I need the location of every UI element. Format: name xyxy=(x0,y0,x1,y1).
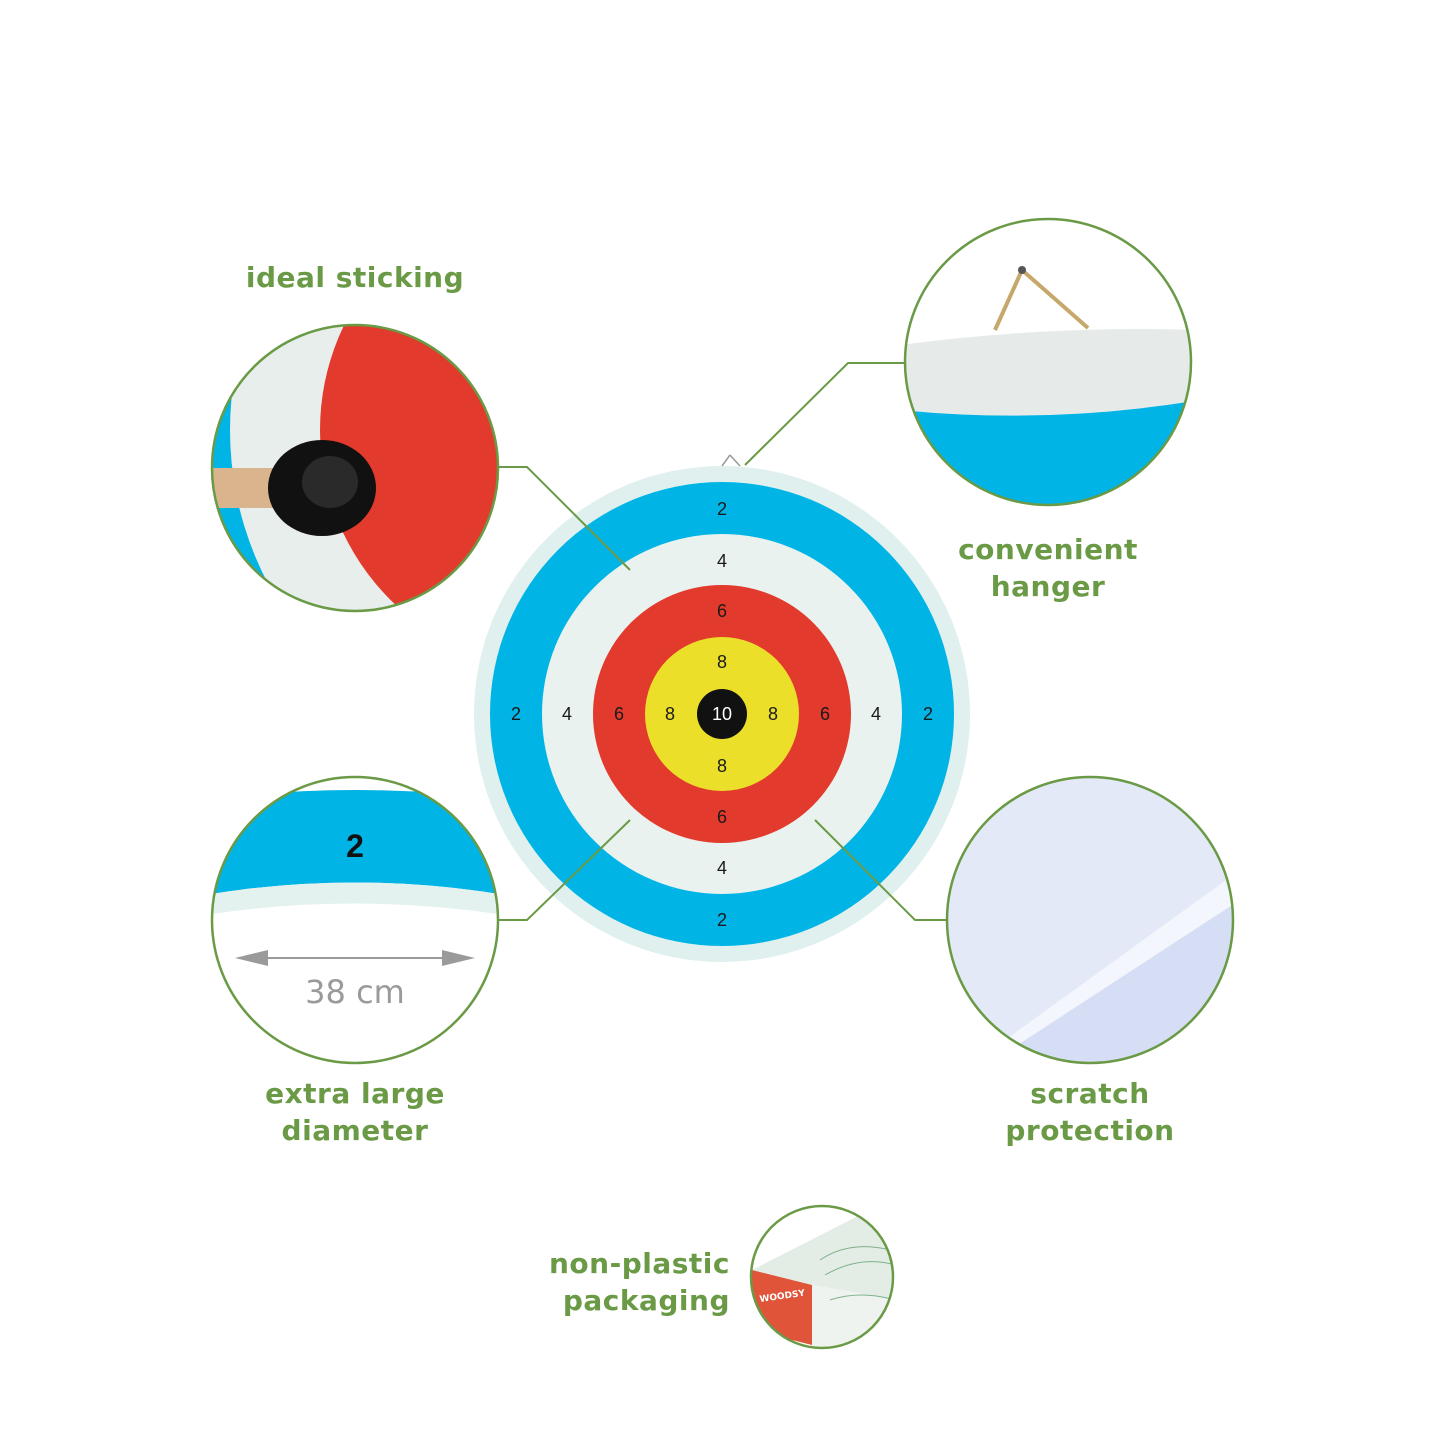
ring-number: 2 xyxy=(346,828,364,864)
bullseye xyxy=(697,689,747,739)
archery-target: 2 2 2 2 4 4 4 4 6 6 6 6 8 8 8 8 10 xyxy=(474,454,970,962)
label-ideal-sticking: ideal sticking xyxy=(245,261,465,294)
hanger-detail xyxy=(905,219,1191,505)
label-non-plastic-packaging: non-plastic packaging xyxy=(548,1247,730,1317)
score-label: 6 xyxy=(717,807,727,827)
score-label: 2 xyxy=(717,499,727,519)
score-label: 4 xyxy=(717,551,727,571)
diameter-detail: 2 38 cm xyxy=(212,777,498,1063)
diameter-measurement: 38 cm xyxy=(305,973,405,1011)
score-label: 2 xyxy=(511,704,521,724)
score-label-bullseye: 10 xyxy=(712,704,732,724)
packaging-detail: WOODSY xyxy=(751,1206,893,1348)
score-label: 8 xyxy=(717,652,727,672)
ideal-sticking-detail xyxy=(212,325,498,611)
score-label: 2 xyxy=(923,704,933,724)
score-label: 4 xyxy=(871,704,881,724)
score-label: 8 xyxy=(717,756,727,776)
score-label: 8 xyxy=(768,704,778,724)
score-label: 4 xyxy=(717,858,727,878)
score-label: 6 xyxy=(717,601,727,621)
hanger-wire xyxy=(729,454,741,467)
label-extra-large-diameter: extra large diameter xyxy=(265,1077,445,1147)
scratch-protection-detail xyxy=(947,777,1233,1063)
score-label: 6 xyxy=(614,704,624,724)
label-convenient-hanger: convenient hanger xyxy=(958,533,1138,603)
score-label: 8 xyxy=(665,704,675,724)
score-label: 6 xyxy=(820,704,830,724)
hanger-wire xyxy=(721,454,731,467)
score-label: 4 xyxy=(562,704,572,724)
leader-lines xyxy=(499,362,946,921)
label-scratch-protection: scratch protection xyxy=(1005,1077,1175,1147)
score-label: 2 xyxy=(717,910,727,930)
